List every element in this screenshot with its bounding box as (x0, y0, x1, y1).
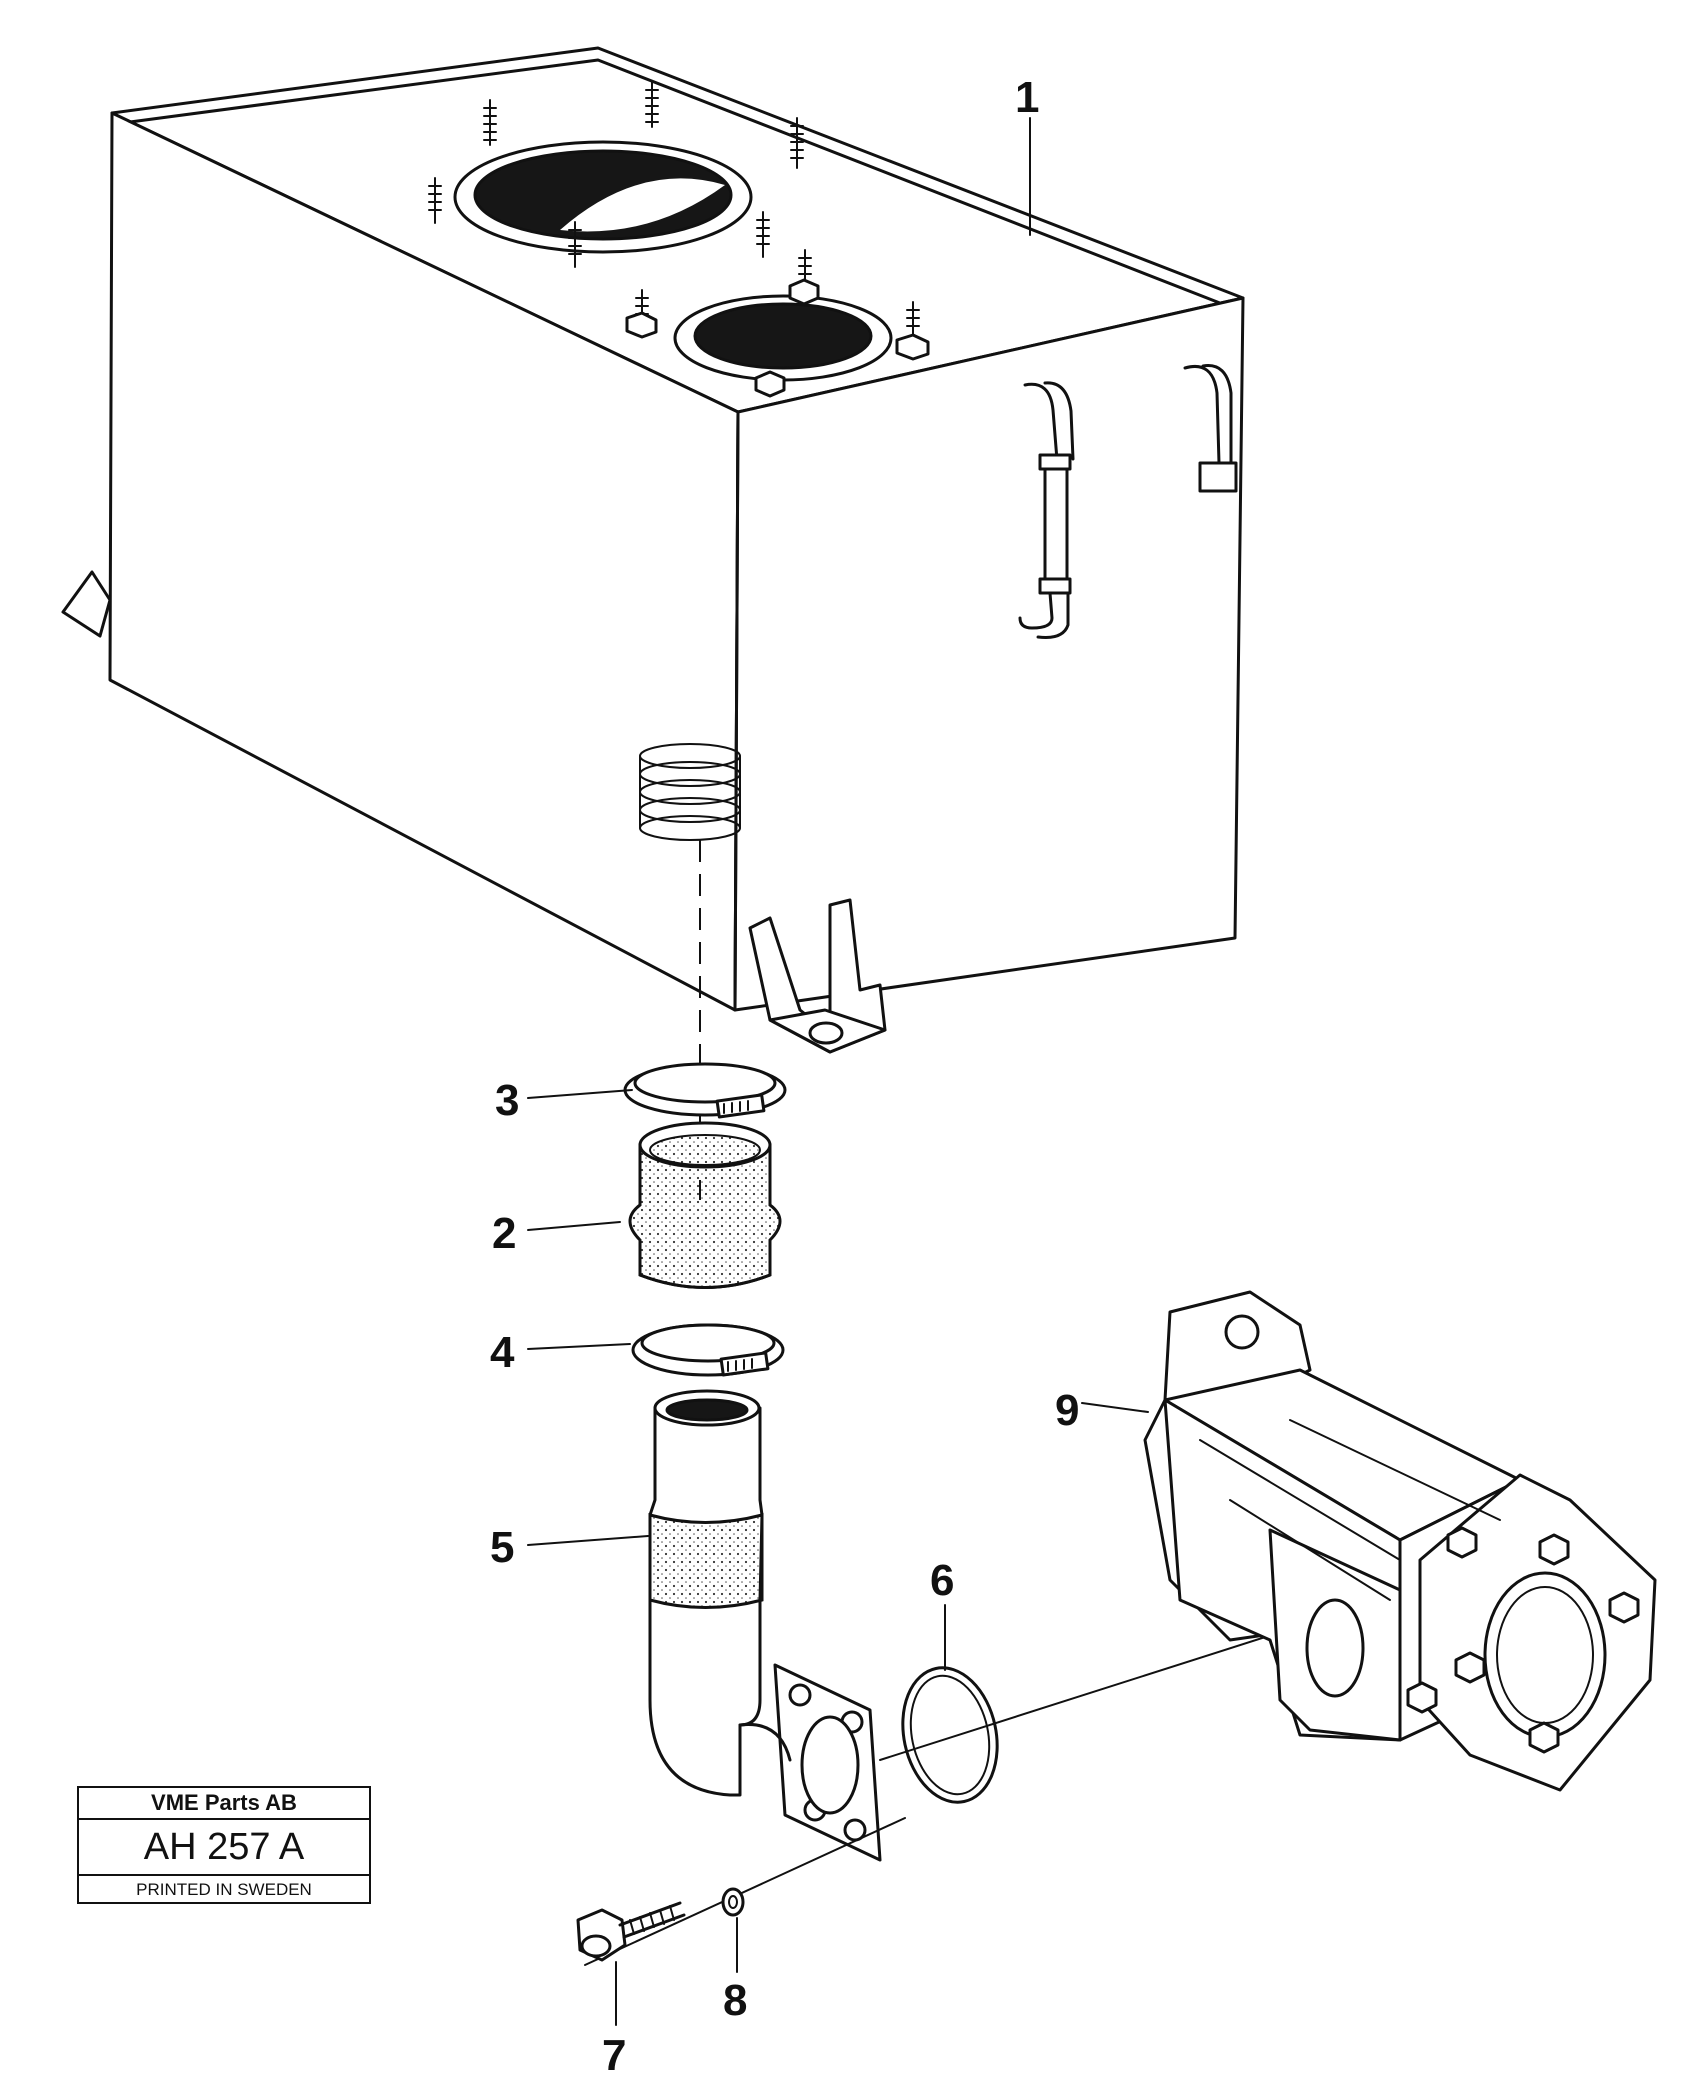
callout-1: 1 (1015, 73, 1039, 122)
printed-note: PRINTED IN SWEDEN (136, 1880, 312, 1899)
leader-lines (527, 117, 1149, 2026)
o-ring (901, 1666, 999, 1804)
suction-pipe (648, 1389, 882, 1862)
hose-clamp-upper (623, 1062, 787, 1119)
drawing-number: AH 257 A (79, 1820, 369, 1876)
callout-4: 4 (490, 1328, 515, 1377)
callout-6: 6 (930, 1556, 954, 1605)
screw (576, 1901, 686, 1962)
suction-strainer (639, 743, 741, 841)
tank-bracket (748, 898, 887, 1054)
washer (721, 1887, 745, 1917)
rubber-hose (628, 1121, 782, 1289)
tank-side-pipes (1018, 364, 1238, 639)
company-name: VME Parts AB (79, 1788, 369, 1820)
stud-bolts (428, 81, 930, 398)
callout-numbers: 1 3 2 4 5 9 6 7 8 (490, 73, 1079, 2080)
callout-3: 3 (495, 1076, 519, 1125)
hose-clamp-lower (631, 1323, 785, 1377)
callout-2: 2 (492, 1209, 516, 1258)
callout-8: 8 (723, 1976, 747, 2025)
hydraulic-pump (1143, 1290, 1657, 1792)
callout-5: 5 (490, 1523, 514, 1572)
callout-9: 9 (1055, 1386, 1079, 1435)
title-block: VME Parts AB AH 257 A PRINTED IN SWEDEN (77, 1786, 371, 1904)
hydraulic-tank (61, 46, 1245, 1054)
callout-7: 7 (602, 2031, 626, 2080)
